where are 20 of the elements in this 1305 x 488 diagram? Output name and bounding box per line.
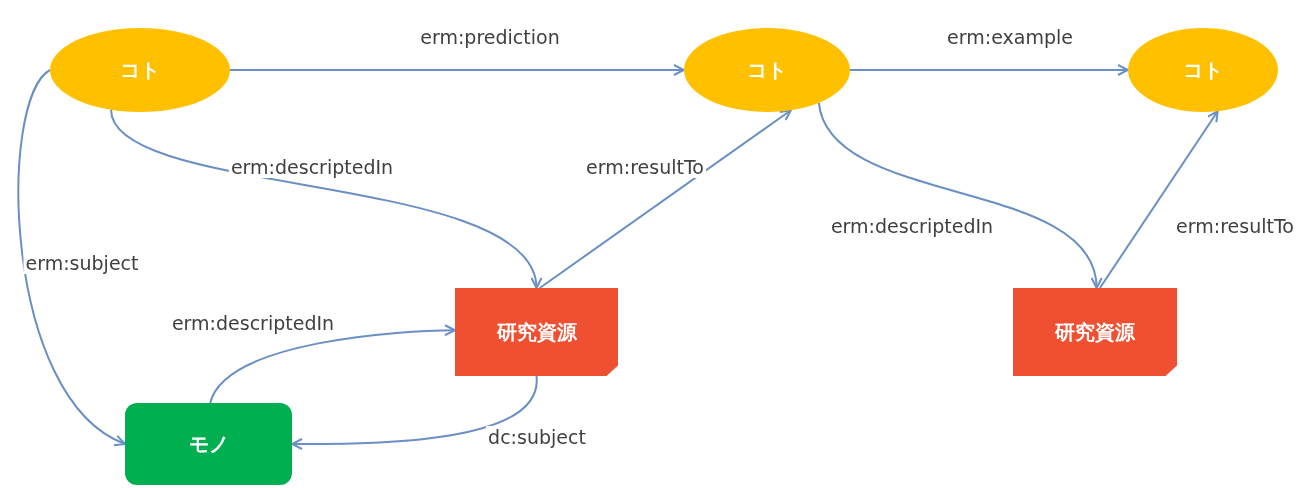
ellipse-node: コト xyxy=(684,28,850,112)
arrow xyxy=(110,108,540,289)
edge-label: erm:resultTo xyxy=(584,156,706,178)
ellipse-node: コト xyxy=(1128,28,1278,112)
arrow xyxy=(17,69,126,445)
arrow xyxy=(538,109,792,289)
rounded-box: モノ xyxy=(125,403,292,485)
edge-label: erm:subject xyxy=(23,252,141,274)
arrow xyxy=(1098,110,1219,289)
ellipse-node: コト xyxy=(50,28,230,112)
arrow xyxy=(849,64,1129,76)
document-box: 研究資源 xyxy=(1013,288,1177,376)
edge-label: erm:prediction xyxy=(418,26,562,48)
document-box: 研究資源 xyxy=(455,288,618,376)
arrow xyxy=(817,101,1101,289)
arrow xyxy=(229,64,685,76)
edge-label: dc:subject xyxy=(486,426,588,448)
arrow xyxy=(209,324,456,404)
edge-label: erm:example xyxy=(945,26,1075,48)
arrow xyxy=(291,375,538,450)
